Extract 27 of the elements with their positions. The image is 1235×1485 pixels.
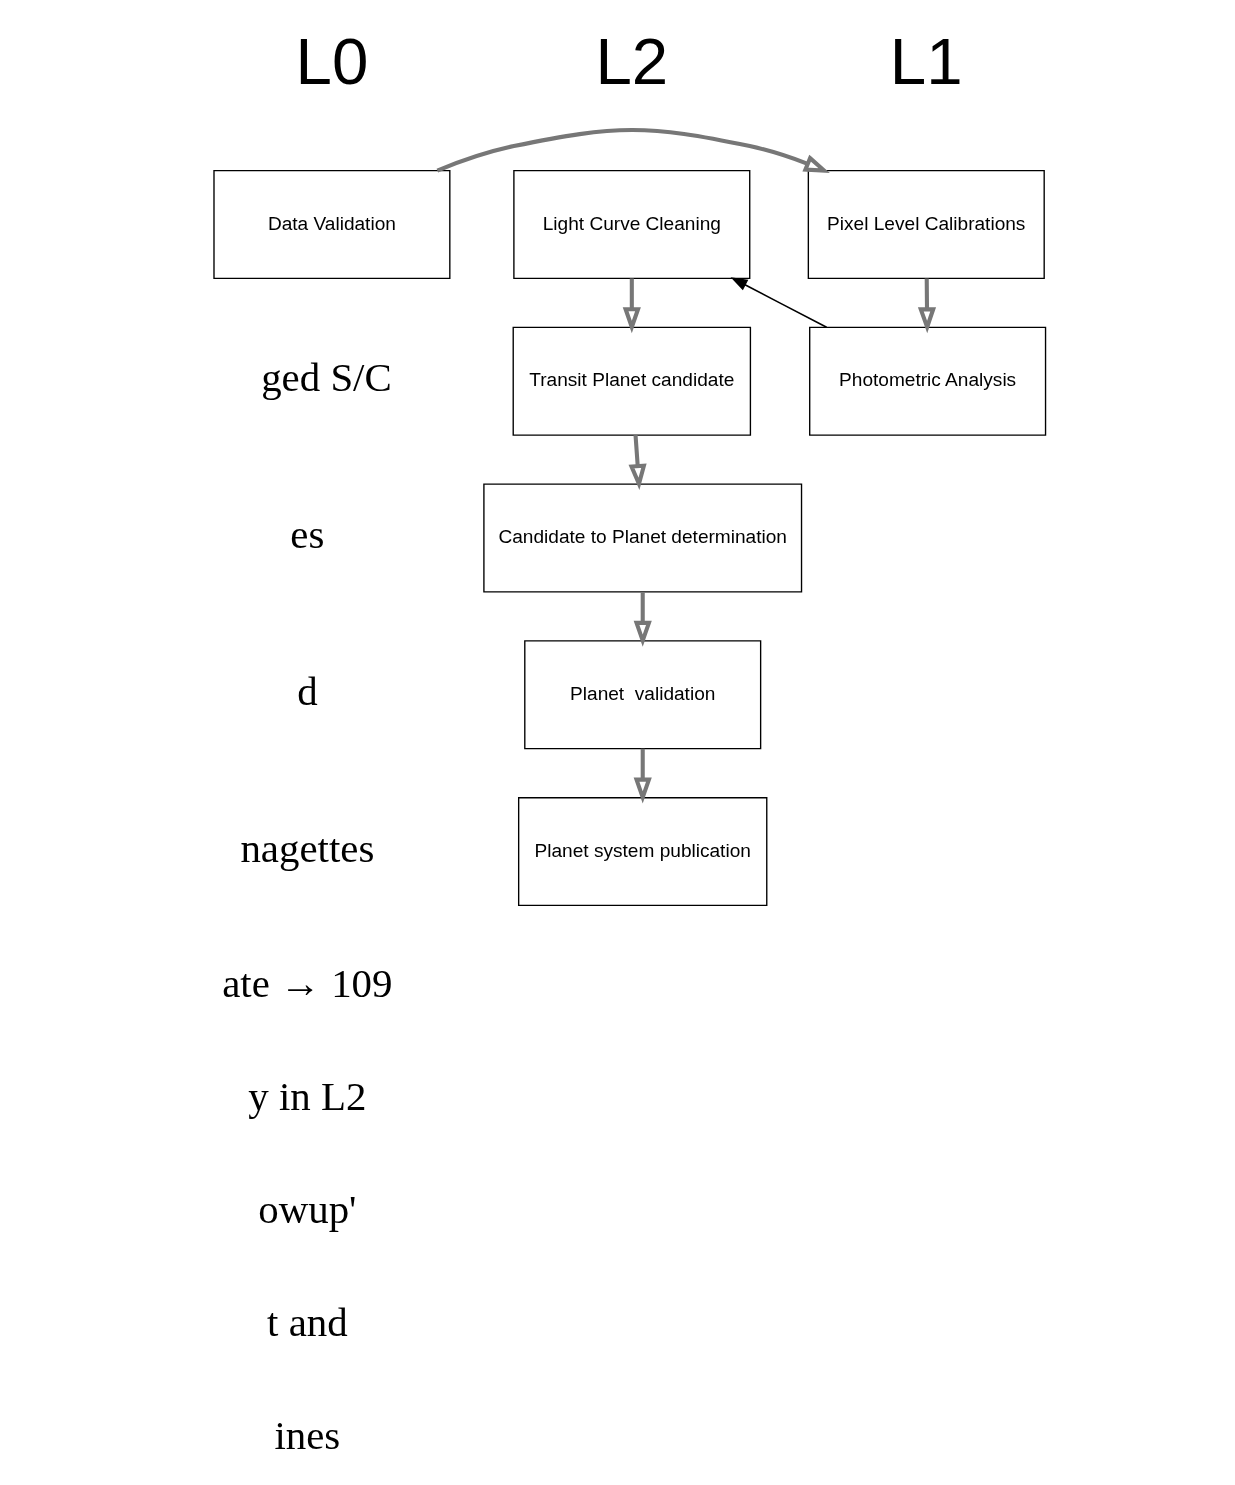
node-box: Data Validation: [213, 169, 451, 279]
node-box: Planet system publication: [518, 797, 768, 907]
label: nagettes: [240, 825, 375, 871]
arrow: [436, 127, 830, 173]
label: L1: [889, 24, 963, 98]
node-box: Light Curve Cleaning: [513, 169, 751, 279]
node-box: Transit Planet candidate: [512, 326, 752, 436]
label: owup': [258, 1187, 357, 1233]
label: ate → 109: [222, 960, 393, 1006]
label: L2: [595, 24, 669, 98]
label: L0: [295, 24, 369, 98]
node-box: Candidate to Planet determination: [483, 483, 803, 593]
arrow: [633, 591, 652, 647]
arrow: [730, 277, 828, 329]
label: t and: [267, 1300, 348, 1346]
label: y in L2: [248, 1073, 367, 1119]
label: ged S/C: [261, 355, 392, 401]
label: es: [290, 512, 325, 558]
node-box: Planet validation: [524, 640, 762, 750]
arrow: [628, 435, 647, 490]
arrow: [917, 278, 937, 334]
label: d: [297, 669, 318, 715]
node-box: Pixel Level Calibrations: [807, 169, 1045, 279]
node-box: Photometric Analysis: [809, 326, 1047, 436]
arrow: [633, 748, 652, 804]
label: ines: [274, 1413, 341, 1459]
arrow: [622, 278, 641, 334]
